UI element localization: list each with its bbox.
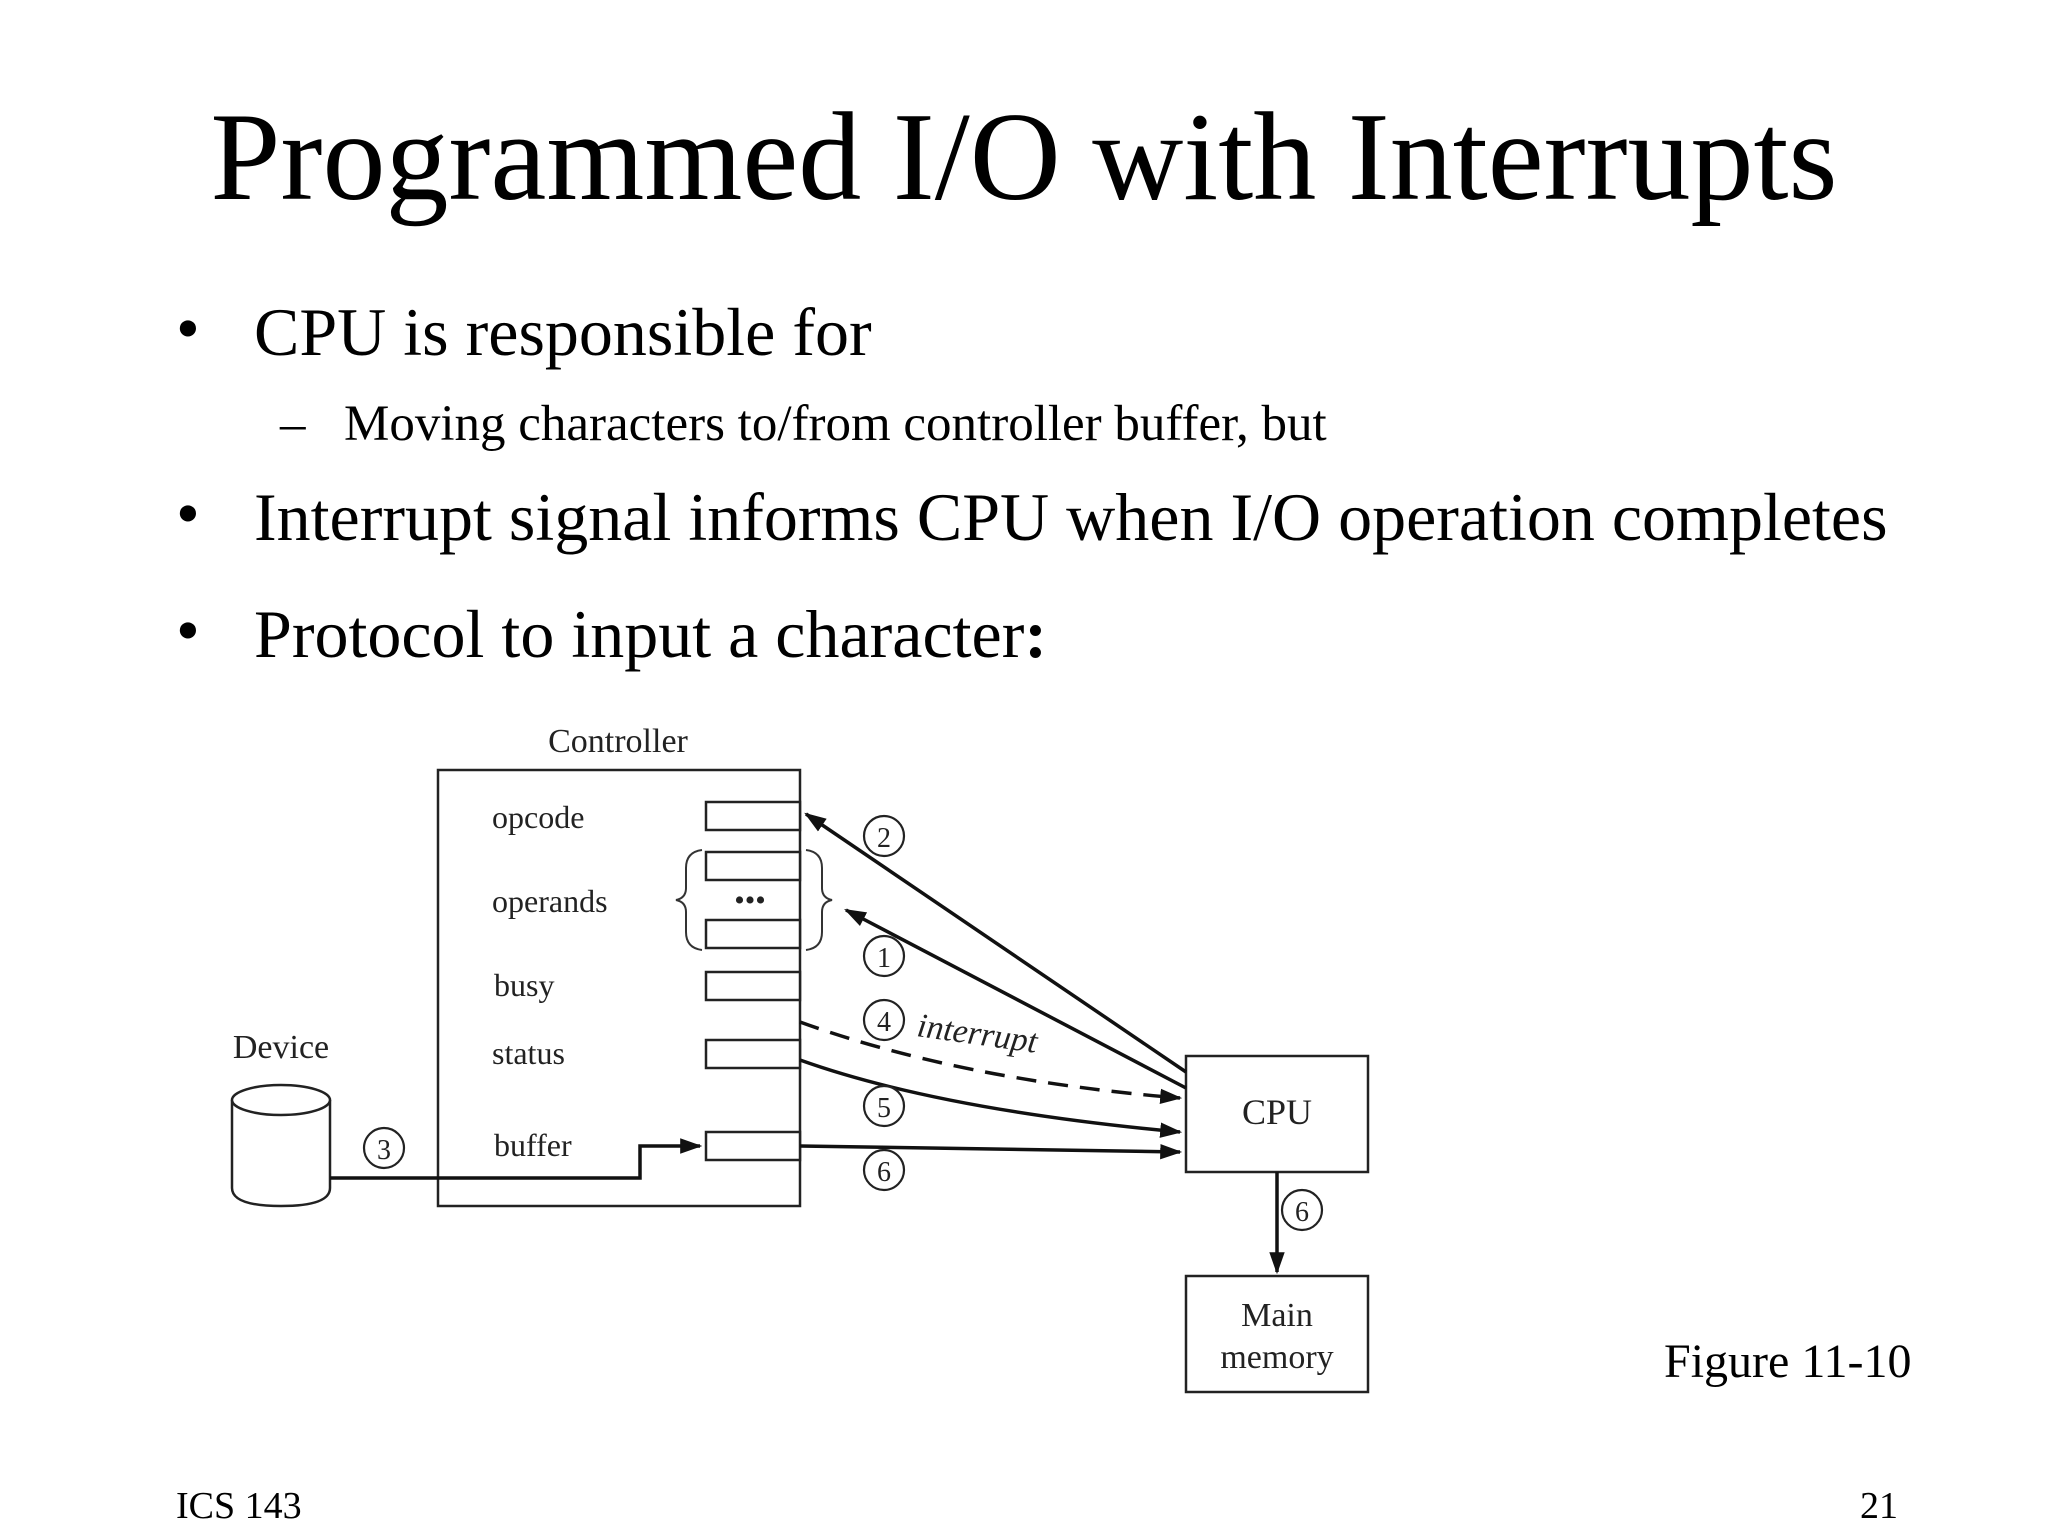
sub-bullet-moving-characters: – Moving characters to/from controller b… xyxy=(280,394,1327,454)
register-label-buffer: buffer xyxy=(494,1127,572,1163)
register-busy xyxy=(704,970,802,1002)
register-operand-1 xyxy=(704,850,802,882)
step-5-marker: 5 xyxy=(862,1084,906,1128)
controller-label: Controller xyxy=(548,723,688,760)
dash-marker: – xyxy=(280,396,306,452)
arrow-step-6-buffer-to-cpu xyxy=(799,1143,1183,1160)
interrupt-label: interrupt xyxy=(915,1007,1041,1061)
step-3-number: 3 xyxy=(377,1135,391,1166)
bullet-marker: • xyxy=(176,290,200,366)
step-1-marker: 1 xyxy=(862,934,906,978)
figure-caption: Figure 11-10 xyxy=(1664,1335,1912,1388)
operands-right-brace xyxy=(805,849,833,951)
register-status xyxy=(704,1038,802,1070)
bullet-cpu-responsible: • CPU is responsible for xyxy=(176,290,872,372)
operands-left-brace xyxy=(675,849,703,951)
bullet-text: CPU is responsible for xyxy=(254,294,872,370)
register-buffer xyxy=(704,1130,802,1162)
step-4-number: 4 xyxy=(877,1007,891,1038)
arrow-step-4-interrupt xyxy=(799,1020,1183,1105)
device-cylinder-top xyxy=(230,1083,332,1117)
bullet-text: Protocol to input a character xyxy=(254,596,1025,672)
footer-page-number: 21 xyxy=(1860,1485,1898,1527)
step-4-marker: 4 xyxy=(862,998,906,1042)
register-operand-2 xyxy=(704,918,802,950)
sub-bullet-text: Moving characters to/from controller buf… xyxy=(344,396,1327,452)
footer-course-label: ICS 143 xyxy=(176,1485,302,1527)
bullet-protocol: • Protocol to input a character: xyxy=(176,592,1048,674)
cpu-box xyxy=(1184,1054,1370,1174)
step-6-marker-memory: 6 xyxy=(1280,1188,1324,1232)
step-3-marker: 3 xyxy=(362,1126,406,1170)
step-2-marker: 2 xyxy=(862,814,906,858)
step-5-number: 5 xyxy=(877,1093,891,1124)
register-label-operands: operands xyxy=(492,883,608,919)
bullet-colon: : xyxy=(1024,596,1048,672)
arrow-step-3-device-to-buffer xyxy=(330,1138,703,1180)
bullet-text: Interrupt signal informs CPU when I/O op… xyxy=(254,479,1888,555)
device-label: Device xyxy=(233,1029,329,1066)
bullet-marker: • xyxy=(176,475,200,551)
bullet-marker: • xyxy=(176,592,200,668)
register-opcode xyxy=(704,800,802,832)
step-6-number: 6 xyxy=(1295,1197,1309,1228)
slide-title: Programmed I/O with Interrupts xyxy=(210,88,1838,227)
main-memory-label-line1: Main xyxy=(1241,1297,1313,1334)
cpu-label: CPU xyxy=(1242,1092,1312,1132)
device-cylinder xyxy=(230,1100,332,1208)
register-label-opcode: opcode xyxy=(492,799,584,835)
step-2-number: 2 xyxy=(877,823,891,854)
main-memory-box xyxy=(1184,1274,1370,1394)
arrow-step-5-status-to-cpu xyxy=(799,1058,1183,1138)
step-1-number: 1 xyxy=(877,943,891,974)
arrow-step-2-cpu-to-opcode xyxy=(804,812,1187,1074)
step-6-number: 6 xyxy=(877,1157,891,1188)
main-memory-label-line2: memory xyxy=(1220,1339,1333,1376)
operands-ellipsis: ••• xyxy=(734,884,766,917)
bullet-interrupt-signal: • Interrupt signal informs CPU when I/O … xyxy=(176,475,1888,557)
step-6-marker-buffer: 6 xyxy=(862,1148,906,1192)
register-label-busy: busy xyxy=(494,967,554,1003)
register-label-status: status xyxy=(492,1035,565,1071)
arrow-step-1-cpu-to-operands xyxy=(844,908,1187,1090)
